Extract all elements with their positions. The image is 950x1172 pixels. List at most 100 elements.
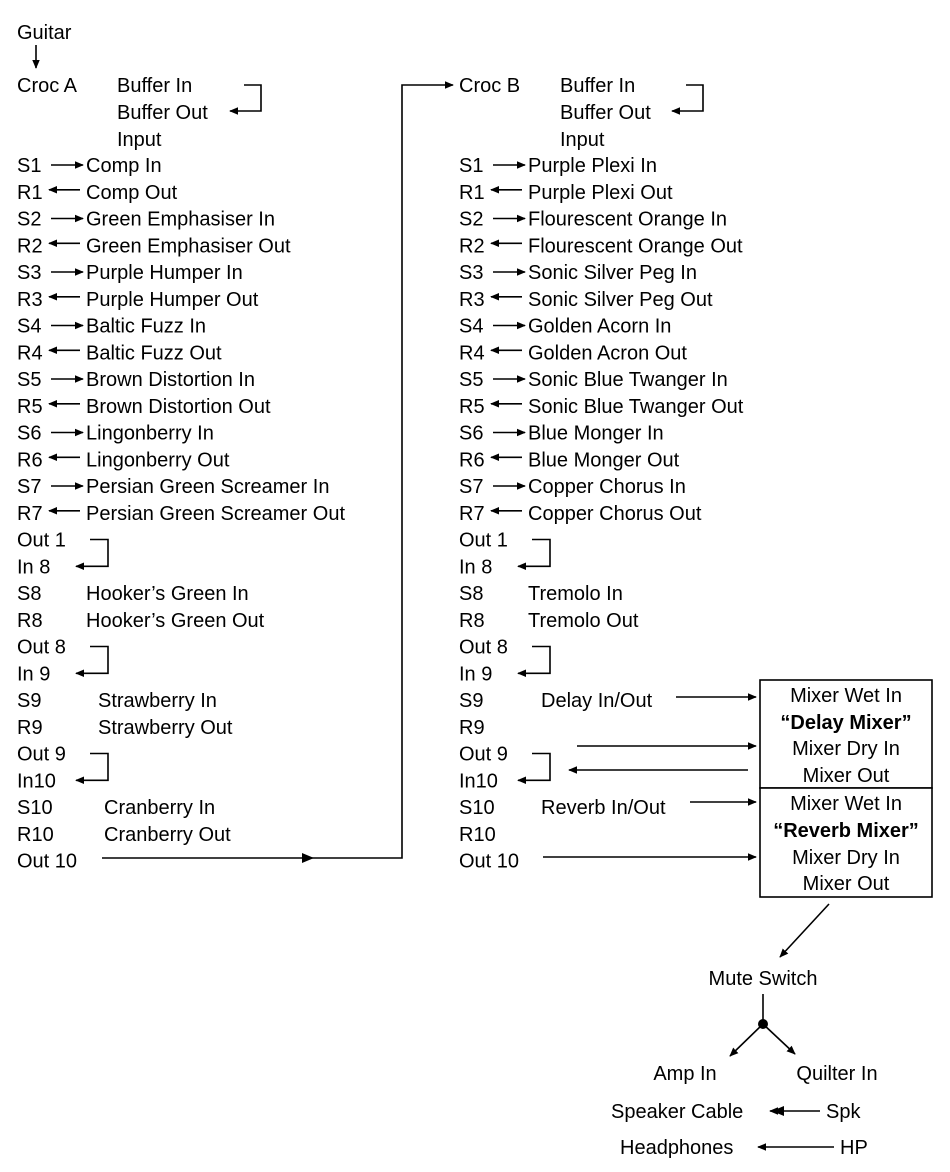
croc-b-port-s4: S4: [459, 316, 483, 338]
croc-b-label-s3: Sonic Silver Peg In: [528, 262, 697, 284]
spk-double-arrowhead: [772, 1106, 784, 1116]
reverb-mixer-dry-in: Mixer Dry In: [792, 847, 900, 869]
croc-a-buffer-loop: [229, 84, 262, 115]
croc-b-label-s7: Copper Chorus In: [528, 476, 686, 498]
croc-a-to-croc-b-connector: [102, 81, 454, 859]
croc-a-label-s4: Baltic Fuzz In: [86, 316, 206, 338]
croc-a-port-in9: In 9: [17, 663, 50, 685]
croc-b-port-r9: R9: [459, 717, 485, 739]
croc-b-label-s9: Delay In/Out: [541, 690, 653, 712]
croc-a-port-r4: R4: [17, 342, 43, 364]
croc-b-port-s9: S9: [459, 690, 483, 712]
headphones-label: Headphones: [620, 1137, 733, 1159]
loop-arrow: [517, 538, 551, 571]
croc-b-port-out9: Out 9: [459, 744, 508, 766]
croc-a-port-out9: Out 9: [17, 744, 66, 766]
croc-a-port-s8: S8: [17, 583, 41, 605]
croc-b-label-r3: Sonic Silver Peg Out: [528, 289, 713, 311]
croc-b-label-r5: Sonic Blue Twanger Out: [528, 396, 744, 418]
croc-b-buffer-in: Buffer In: [560, 75, 635, 97]
croc-b-label-r6: Blue Monger Out: [528, 449, 680, 471]
croc-b-label-s8: Tremolo In: [528, 583, 623, 605]
to-amp-in-arrow: [729, 1023, 764, 1057]
croc-b-label-r8: Tremolo Out: [528, 610, 639, 632]
croc-b-port-r7: R7: [459, 503, 485, 525]
croc-b-port-s5: S5: [459, 369, 483, 391]
croc-a-port-s6: S6: [17, 423, 41, 445]
croc-b-label-s2: Flourescent Orange In: [528, 209, 727, 231]
croc-a-port-s2: S2: [17, 209, 41, 231]
croc-b-port-out1: Out 1: [459, 530, 508, 552]
delay-mixer-name: “Delay Mixer”: [780, 712, 911, 734]
croc-a-port-out1: Out 1: [17, 530, 66, 552]
croc-a-port-s10: S10: [17, 797, 53, 819]
croc-a-port-r5: R5: [17, 396, 43, 418]
croc-b-port-r10: R10: [459, 824, 496, 846]
croc-a-label-r4: Baltic Fuzz Out: [86, 342, 222, 364]
croc-a-label-s6: Lingonberry In: [86, 423, 214, 445]
croc-a-label: Croc A: [17, 75, 78, 97]
loop-arrow: [517, 752, 551, 785]
croc-b-port-in10: In10: [459, 770, 498, 792]
delay-mixer-wet-in: Mixer Wet In: [790, 685, 902, 707]
croc-b-port-r3: R3: [459, 289, 485, 311]
croc-a-port-r8: R8: [17, 610, 43, 632]
reverb-mixer-box: [759, 787, 933, 898]
delay-mixer-out: Mixer Out: [803, 765, 890, 787]
croc-b-buffer-out: Buffer Out: [560, 102, 651, 124]
croc-a-port-s4: S4: [17, 316, 41, 338]
croc-b-label: Croc B: [459, 75, 520, 97]
croc-a-buffer-in: Buffer In: [117, 75, 192, 97]
loop-arrow: [75, 752, 109, 785]
croc-a-port-out8: Out 8: [17, 637, 66, 659]
croc-b-label-r2: Flourescent Orange Out: [528, 235, 743, 257]
croc-b-port-s10: S10: [459, 797, 495, 819]
loop-arrow: [75, 538, 109, 571]
reverb-mixer-name: “Reverb Mixer”: [773, 820, 919, 842]
croc-b-port-s2: S2: [459, 209, 483, 231]
croc-a-port-s5: S5: [17, 369, 41, 391]
guitar-label: Guitar: [17, 22, 72, 44]
delay-mixer-box: [759, 679, 933, 789]
hp-label: HP: [840, 1137, 868, 1159]
croc-b-label-r7: Copper Chorus Out: [528, 503, 702, 525]
croc-a-label-r6: Lingonberry Out: [86, 449, 230, 471]
croc-b-port-in9: In 9: [459, 663, 492, 685]
reverb-mixer-wet-in: Mixer Wet In: [790, 793, 902, 815]
croc-a-label-s3: Purple Humper In: [86, 262, 243, 284]
croc-b-label-r4: Golden Acron Out: [528, 342, 687, 364]
croc-b-label-s4: Golden Acorn In: [528, 316, 671, 338]
spk-label: Spk: [826, 1101, 861, 1123]
croc-a-port-r1: R1: [17, 182, 43, 204]
croc-b-port-r1: R1: [459, 182, 485, 204]
croc-b-port-r2: R2: [459, 235, 485, 257]
croc-b-input: Input: [560, 129, 605, 151]
croc-a-input: Input: [117, 129, 162, 151]
croc-b-label-s1: Purple Plexi In: [528, 155, 657, 177]
mixer-to-mute-arrow: [779, 903, 830, 958]
croc-a-label-r2: Green Emphasiser Out: [86, 235, 291, 257]
croc-b-port-s8: S8: [459, 583, 483, 605]
croc-a-label-r5: Brown Distortion Out: [86, 396, 271, 418]
croc-b-buffer-loop: [671, 84, 704, 115]
croc-a-buffer-out: Buffer Out: [117, 102, 208, 124]
mute-switch-label: Mute Switch: [709, 968, 818, 990]
croc-a-label-s8: Hooker’s Green In: [86, 583, 249, 605]
croc-b-port-s7: S7: [459, 476, 483, 498]
loop-arrow: [75, 645, 109, 678]
croc-a-port-r6: R6: [17, 449, 43, 471]
croc-b-port-in8: In 8: [459, 556, 492, 578]
croc-a-label-r10: Cranberry Out: [104, 824, 231, 846]
quilter-in-label: Quilter In: [796, 1063, 877, 1085]
croc-a-port-s3: S3: [17, 262, 41, 284]
croc-b-port-s3: S3: [459, 262, 483, 284]
croc-a-label-r9: Strawberry Out: [98, 717, 233, 739]
croc-a-label-r1: Comp Out: [86, 182, 178, 204]
loop-arrow: [517, 645, 551, 678]
croc-a-port-in8: In 8: [17, 556, 50, 578]
croc-b-port-r5: R5: [459, 396, 485, 418]
croc-b-port-s6: S6: [459, 423, 483, 445]
amp-in-label: Amp In: [653, 1063, 716, 1085]
